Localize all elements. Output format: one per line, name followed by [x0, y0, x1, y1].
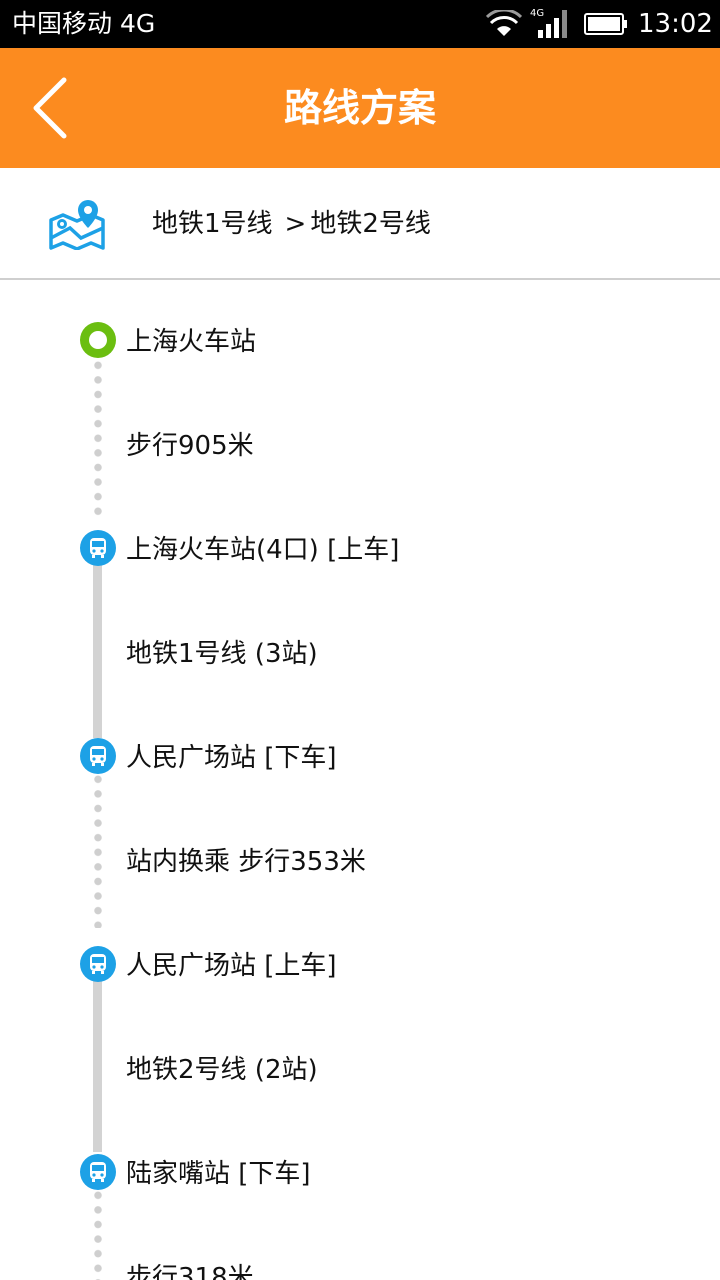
route-line-from: 地铁1号线	[152, 209, 273, 239]
step-walk: 步行905米	[126, 431, 254, 461]
bus-icon	[80, 946, 116, 982]
step-ride: 地铁1号线 (3站)	[126, 639, 318, 669]
walk-connector	[94, 358, 102, 520]
step-alight: 陆家嘴站 [下车]	[126, 1159, 311, 1189]
app-header: 路线方案	[0, 48, 720, 168]
start-station-icon	[80, 322, 116, 358]
step-walk: 步行318米	[126, 1263, 254, 1280]
step-alight: 人民广场站 [下车]	[126, 743, 337, 773]
network-badge: 4G	[530, 8, 544, 19]
route-separator: >	[284, 209, 307, 239]
route-line-to: 地铁2号线	[310, 209, 431, 239]
step-board: 人民广场站 [上车]	[126, 951, 337, 981]
wifi-icon	[486, 10, 522, 36]
chevron-left-icon[interactable]	[26, 76, 76, 140]
ride-connector	[93, 962, 102, 1152]
map-pin-icon	[49, 200, 105, 250]
bus-icon	[80, 1154, 116, 1190]
clock: 13:02	[638, 9, 713, 39]
route-lines: 地铁1号线 >地铁2号线	[152, 204, 431, 244]
bus-icon	[80, 738, 116, 774]
page-title: 路线方案	[283, 86, 436, 130]
ride-connector	[93, 548, 102, 738]
carrier-label: 中国移动 4G	[12, 9, 156, 38]
step-station: 上海火车站	[126, 327, 257, 357]
route-timeline[interactable]: 上海火车站 步行905米 上海火车站(4口) [上车] 地铁1号线 (3站) 人…	[0, 282, 720, 1280]
status-bar: 中国移动 4G 4G 13:02	[0, 0, 720, 48]
step-transfer: 站内换乘 步行353米	[126, 847, 366, 877]
route-summary: 地铁1号线 >地铁2号线	[0, 168, 720, 280]
step-ride: 地铁2号线 (2站)	[126, 1055, 318, 1085]
walk-connector	[94, 1188, 102, 1280]
bus-icon	[80, 530, 116, 566]
walk-connector	[94, 772, 102, 928]
battery-icon	[584, 13, 627, 35]
signal-icon: 4G	[530, 8, 567, 38]
step-board: 上海火车站(4口) [上车]	[126, 535, 400, 565]
